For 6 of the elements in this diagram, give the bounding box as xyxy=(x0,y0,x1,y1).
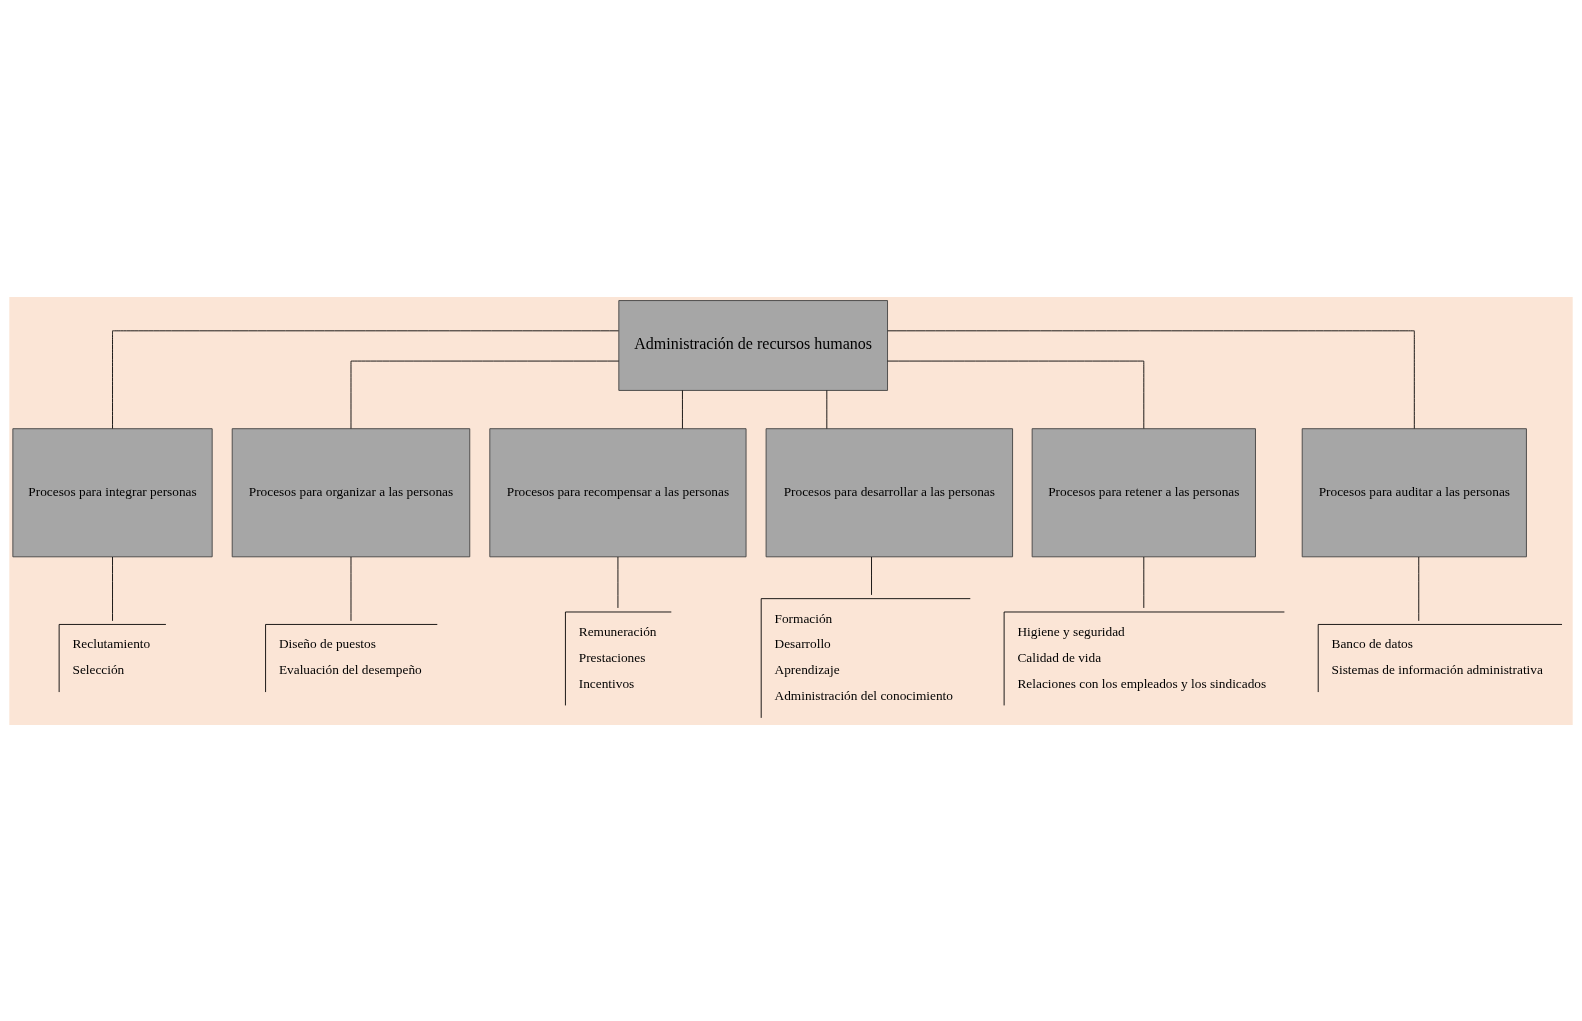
node-text: Formación Desarrollo Aprendizaje Administración del conocimiento xyxy=(774,610,953,703)
node-text: Reclutamiento Selección xyxy=(72,635,151,677)
node-text: Remuneración Prestaciones Incentivos xyxy=(578,623,657,691)
node-text: Diseño de puestos Evaluación del desempeño xyxy=(278,635,422,677)
node-text: Banco de datos Sistemas de información administrativa xyxy=(1331,635,1543,677)
node-text: Higiene y seguridad Calidad de vida Relaciones con los empleados y los sindicados xyxy=(1017,623,1267,691)
